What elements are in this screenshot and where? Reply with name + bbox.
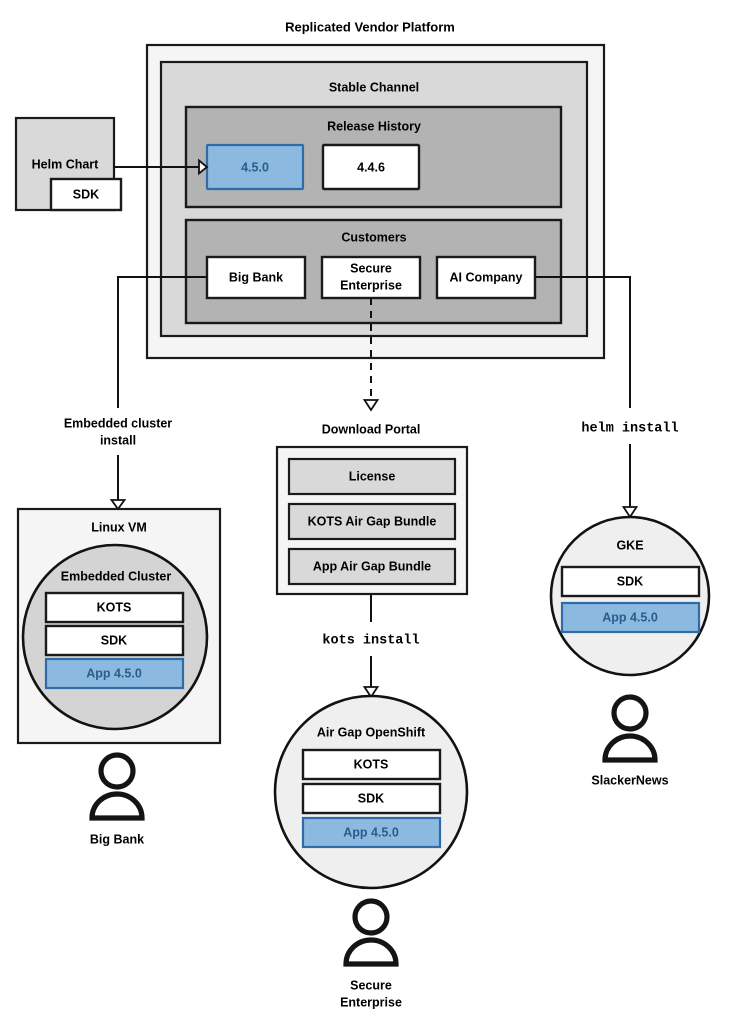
connector-bigbank-to-linuxvm-upper (117, 276, 207, 408)
customer-name-line2: Enterprise (340, 278, 402, 292)
customer-caption: SlackerNews (591, 773, 668, 787)
customer-name-label: Big Bank (229, 270, 283, 284)
arrowhead-icon (362, 686, 380, 699)
component-label: KOTS (97, 600, 132, 614)
component-kots[interactable] (44, 591, 185, 624)
connector-label-helm-install: helm install (581, 422, 678, 437)
customer-caption-line1: Secure (350, 978, 392, 992)
sdk-label: SDK (73, 187, 99, 201)
component-app[interactable] (44, 657, 185, 690)
customer-card-secure-enterprise[interactable] (320, 255, 422, 300)
component-label: SDK (101, 633, 127, 647)
connector-label-kots-install: kots install (322, 634, 419, 649)
component-sdk[interactable] (44, 624, 185, 657)
stable-channel-label: Stable Channel (329, 80, 419, 94)
component-label: SDK (617, 574, 643, 588)
customer-caption: Big Bank (90, 832, 144, 846)
component-label: App 4.5.0 (86, 666, 142, 680)
customer-name-line1: Secure (350, 261, 392, 275)
download-portal-label: Download Portal (322, 422, 421, 436)
component-label: App 4.5.0 (343, 825, 399, 839)
arrowhead-icon (362, 399, 380, 412)
portal-artifact-kots-air-gap-bundle[interactable] (287, 502, 457, 541)
component-sdk[interactable] (560, 565, 701, 598)
air-gap-openshift-label: Air Gap OpenShift (317, 725, 426, 739)
customer-name-label: AI Company (450, 270, 523, 284)
linux-vm-label: Linux VM (91, 520, 147, 534)
connector-label-line1: Embedded cluster (64, 416, 172, 430)
portal-artifact-license[interactable] (287, 457, 457, 496)
customer-caption-line2: Enterprise (340, 995, 402, 1009)
release-version-label: 4.4.6 (357, 160, 385, 174)
component-label: App 4.5.0 (602, 610, 658, 624)
portal-artifact-app-air-gap-bundle[interactable] (287, 547, 457, 586)
component-app[interactable] (560, 601, 701, 634)
component-sdk[interactable] (301, 782, 442, 815)
gke-label: GKE (616, 538, 643, 552)
embedded-cluster-label: Embedded Cluster (61, 569, 172, 583)
helm-chart-label: Helm Chart (32, 157, 100, 171)
person-icon-slackernews (602, 694, 658, 763)
component-label: KOTS (354, 757, 389, 771)
page-title: Replicated Vendor Platform (285, 19, 455, 34)
person-icon-secure-enterprise (343, 898, 399, 967)
artifact-label: License (349, 469, 396, 483)
arrowhead-icon (621, 506, 639, 519)
component-label: SDK (358, 791, 384, 805)
arrowhead-icon (198, 158, 209, 176)
component-app[interactable] (301, 816, 442, 849)
release-card-4-4-6[interactable] (321, 143, 421, 191)
arrowhead-icon (109, 499, 127, 511)
release-version-label: 4.5.0 (241, 160, 269, 174)
component-kots[interactable] (301, 748, 442, 781)
helm-chart-sdk-box[interactable] (49, 177, 123, 212)
artifact-label: KOTS Air Gap Bundle (308, 514, 437, 528)
connector-label-line2: install (100, 433, 136, 447)
customers-label: Customers (341, 230, 406, 244)
person-icon-big-bank (89, 752, 145, 821)
connector-aicompany-to-gke-upper (535, 276, 631, 408)
artifact-label: App Air Gap Bundle (313, 559, 431, 573)
release-history-label: Release History (327, 119, 421, 133)
